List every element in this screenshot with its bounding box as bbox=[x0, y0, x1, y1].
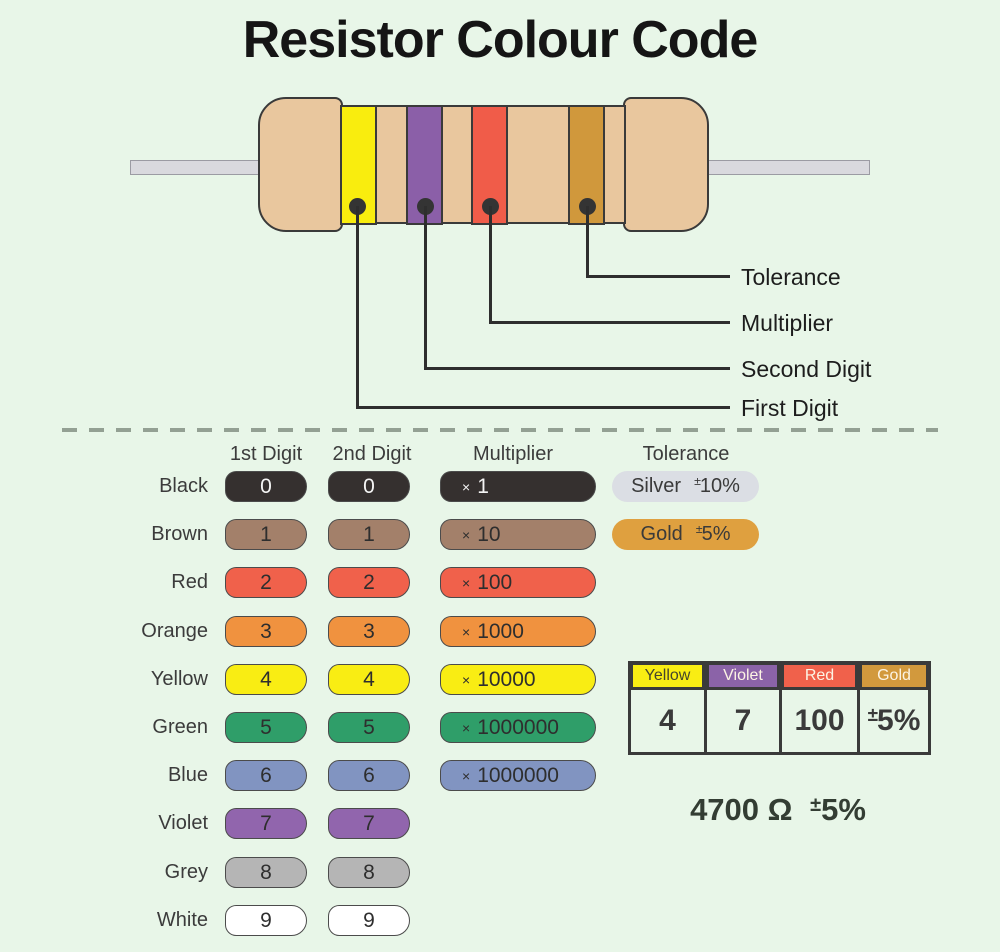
second-digit-connector-h bbox=[424, 367, 730, 370]
color-name: Blue bbox=[167, 764, 208, 786]
color-row-orange: Orange 3 3 ×1000 bbox=[0, 616, 1000, 647]
result-tolerance: 5% bbox=[821, 792, 866, 827]
tolerance-pill-silver: Silver ±10% bbox=[612, 471, 759, 502]
example-result: 4700 Ω ±5% bbox=[613, 792, 943, 828]
example-header-gold: Gold bbox=[862, 665, 926, 687]
header-multiplier: Multiplier bbox=[472, 443, 554, 465]
digit1-pill: 0 bbox=[225, 471, 307, 502]
digit1-pill: 2 bbox=[225, 567, 307, 598]
multiplier-pill: ×10 bbox=[440, 519, 596, 550]
digit2-pill: 2 bbox=[328, 567, 410, 598]
color-name: Violet bbox=[158, 812, 208, 834]
example-header-violet: Violet bbox=[709, 665, 777, 687]
result-plus-minus: ± bbox=[810, 794, 821, 816]
header-1st-digit: 1st Digit bbox=[229, 443, 303, 465]
example-table: Yellow Violet Red Gold 4 7 100 ±5% bbox=[628, 661, 931, 755]
digit2-pill: 3 bbox=[328, 616, 410, 647]
color-row-violet: Violet 7 7 bbox=[0, 808, 1000, 839]
digit1-pill: 6 bbox=[225, 760, 307, 791]
color-row-brown: Brown 1 1 ×10 bbox=[0, 519, 1000, 550]
color-row-white: White 9 9 bbox=[0, 905, 1000, 936]
digit1-pill: 9 bbox=[225, 905, 307, 936]
example-value-multiplier: 100 bbox=[782, 690, 857, 752]
digit2-pill: 1 bbox=[328, 519, 410, 550]
multiplier-pill: ×10000 bbox=[440, 664, 596, 695]
color-name: Red bbox=[171, 571, 208, 593]
digit2-pill: 9 bbox=[328, 905, 410, 936]
example-value-first-digit: 4 bbox=[631, 690, 704, 752]
tolerance-pill-gold: Gold ±5% bbox=[612, 519, 759, 550]
second-digit-connector-v bbox=[424, 206, 427, 370]
color-row-red: Red 2 2 ×100 bbox=[0, 567, 1000, 598]
multiplier-connector-h bbox=[489, 321, 730, 324]
example-header-yellow: Yellow bbox=[633, 665, 702, 687]
result-unit: Ω bbox=[767, 792, 793, 827]
color-name: Green bbox=[152, 716, 208, 738]
color-name: Brown bbox=[151, 523, 208, 545]
digit2-pill: 5 bbox=[328, 712, 410, 743]
example-value-tolerance: ±5% bbox=[860, 690, 928, 752]
multiplier-pill: ×1 bbox=[440, 471, 596, 502]
color-name: Orange bbox=[141, 620, 208, 642]
digit2-pill: 6 bbox=[328, 760, 410, 791]
color-row-grey: Grey 8 8 bbox=[0, 857, 1000, 888]
multiplier-pill: ×100 bbox=[440, 567, 596, 598]
example-value-second-digit: 7 bbox=[707, 690, 779, 752]
multiplier-connector-v bbox=[489, 206, 492, 324]
digit1-pill: 7 bbox=[225, 808, 307, 839]
color-name: Yellow bbox=[150, 668, 208, 690]
digit1-pill: 8 bbox=[225, 857, 307, 888]
band-label-tolerance: Tolerance bbox=[741, 264, 841, 290]
color-name: White bbox=[156, 909, 208, 931]
color-row-blue: Blue 6 6 ×1000000 bbox=[0, 760, 1000, 791]
band-label-second-digit: Second Digit bbox=[741, 356, 872, 382]
first-digit-connector-v bbox=[356, 206, 359, 409]
color-row-black: Black 0 0 ×1 bbox=[0, 471, 1000, 502]
color-row-yellow: Yellow 4 4 ×10000 bbox=[0, 664, 1000, 695]
digit1-pill: 3 bbox=[225, 616, 307, 647]
multiplier-pill: ×1000 bbox=[440, 616, 596, 647]
resistor-end-cap-left bbox=[258, 97, 343, 232]
example-header-red: Red bbox=[784, 665, 855, 687]
multiplier-pill: ×1000000 bbox=[440, 712, 596, 743]
color-name: Grey bbox=[164, 861, 208, 883]
resistor-end-cap-right bbox=[623, 97, 709, 232]
multiplier-pill: ×1000000 bbox=[440, 760, 596, 791]
band-label-first-digit: First Digit bbox=[741, 395, 839, 421]
tolerance-band bbox=[567, 104, 605, 225]
digit1-pill: 5 bbox=[225, 712, 307, 743]
page-title: Resistor Colour Code bbox=[242, 11, 759, 69]
header-2nd-digit: 2nd Digit bbox=[332, 443, 412, 465]
tolerance-connector-h bbox=[586, 275, 730, 278]
color-row-green: Green 5 5 ×1000000 bbox=[0, 712, 1000, 743]
tolerance-connector-v bbox=[586, 206, 589, 278]
digit2-pill: 7 bbox=[328, 808, 410, 839]
digit1-pill: 4 bbox=[225, 664, 307, 695]
digit2-pill: 0 bbox=[328, 471, 410, 502]
result-value: 4700 bbox=[690, 792, 760, 827]
header-tolerance: Tolerance bbox=[642, 443, 730, 465]
digit2-pill: 4 bbox=[328, 664, 410, 695]
band-label-multiplier: Multiplier bbox=[741, 310, 834, 336]
digit2-pill: 8 bbox=[328, 857, 410, 888]
color-name: Black bbox=[159, 475, 208, 497]
first-digit-connector-h bbox=[356, 406, 730, 409]
dashed-divider bbox=[62, 428, 938, 432]
digit1-pill: 1 bbox=[225, 519, 307, 550]
